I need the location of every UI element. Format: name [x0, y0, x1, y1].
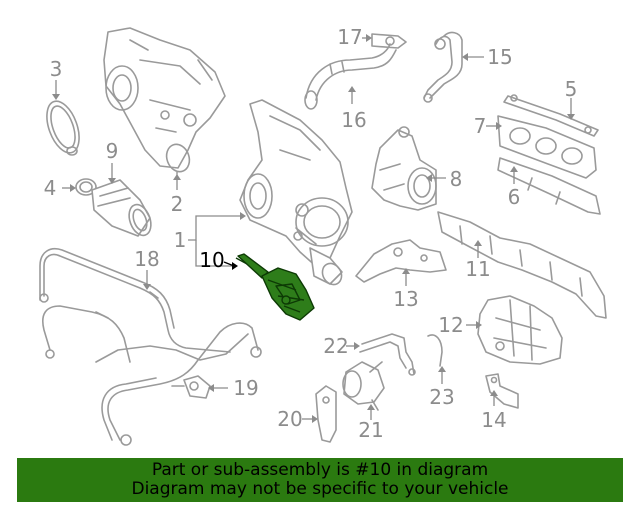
part-4-o-ring[interactable]	[75, 178, 97, 196]
part-22-bracket[interactable]	[359, 333, 416, 376]
part-11-heat-shield[interactable]	[437, 211, 607, 319]
label-22[interactable]: 22	[323, 334, 348, 358]
label-21[interactable]: 21	[358, 418, 383, 442]
info-banner: Part or sub-assembly is #10 in diagram D…	[17, 458, 623, 502]
label-10[interactable]: 10	[199, 248, 224, 272]
part-8-intake-elbow[interactable]	[371, 126, 437, 211]
part-1-turbocharger[interactable]	[239, 99, 353, 288]
label-10-arrowhead	[232, 262, 238, 270]
leader-arrowheads	[52, 34, 575, 423]
part-19-connector[interactable]	[171, 375, 211, 399]
label-6[interactable]: 6	[508, 185, 521, 209]
label-18[interactable]: 18	[134, 247, 159, 271]
part-20-bracket[interactable]	[315, 385, 337, 443]
banner-line-1: Part or sub-assembly is #10 in diagram	[151, 460, 489, 480]
label-19[interactable]: 19	[233, 376, 258, 400]
banner-line-2: Diagram may not be specific to your vehi…	[131, 479, 509, 499]
label-20[interactable]: 20	[277, 407, 302, 431]
label-13[interactable]: 13	[393, 287, 418, 311]
label-5[interactable]: 5	[565, 77, 578, 101]
label-17[interactable]: 17	[337, 25, 362, 49]
part-15-bent-pipe[interactable]	[423, 31, 463, 103]
part-6-strip[interactable]	[497, 157, 601, 215]
label-7[interactable]: 7	[474, 114, 487, 138]
part-23-hook[interactable]	[427, 334, 443, 367]
label-10-leader	[223, 261, 235, 267]
part-3-gasket-ring[interactable]	[41, 97, 86, 157]
part-21-water-pump[interactable]	[342, 361, 385, 411]
label-15[interactable]: 15	[487, 45, 512, 69]
label-4[interactable]: 4	[44, 176, 57, 200]
part-13-bracket[interactable]	[355, 239, 447, 283]
part-12-manifold-shield[interactable]	[477, 295, 563, 365]
label-1[interactable]: 1	[174, 228, 187, 252]
part-7-manifold-gasket[interactable]	[497, 115, 597, 179]
part-14-small-bracket[interactable]	[485, 373, 519, 409]
label-8[interactable]: 8	[450, 167, 463, 191]
label-23[interactable]: 23	[429, 385, 454, 409]
label-9[interactable]: 9	[106, 139, 119, 163]
part-10-actuator[interactable]	[235, 253, 315, 321]
label-14[interactable]: 14	[481, 408, 506, 432]
part-18-coolant-lines[interactable]	[39, 248, 262, 446]
part-5-gasket-strip[interactable]	[503, 94, 599, 137]
part-2-turbo-housing[interactable]	[103, 27, 226, 175]
label-16[interactable]: 16	[341, 108, 366, 132]
label-12[interactable]: 12	[438, 313, 463, 337]
part-16-pipe[interactable]	[304, 43, 397, 110]
label-2[interactable]: 2	[171, 192, 184, 216]
label-3[interactable]: 3	[50, 57, 63, 81]
part-9-coupling[interactable]	[91, 179, 155, 238]
label-11[interactable]: 11	[465, 257, 490, 281]
